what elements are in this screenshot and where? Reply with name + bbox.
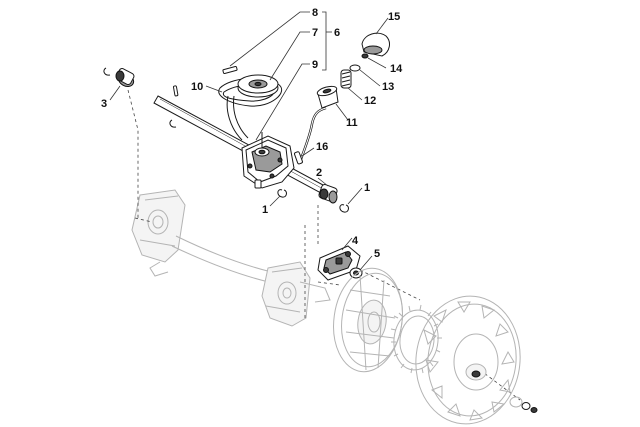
wheel-disc [333, 267, 403, 373]
ghost-rear-frame [131, 189, 331, 327]
callout-11: 11 [346, 117, 358, 129]
callout-6: 6 [334, 27, 340, 39]
cap-assembly [316, 32, 390, 109]
callout-labels: 8 7 6 9 10 3 15 14 13 12 11 16 2 1 1 4 5 [101, 7, 403, 260]
nut-part-5 [349, 267, 363, 279]
callout-10: 10 [191, 81, 203, 93]
wheel-fasteners [509, 396, 538, 413]
callout-2: 2 [316, 167, 322, 179]
gearbox-part-6 [241, 132, 295, 189]
height-adjuster-part-4 [317, 245, 361, 281]
callout-15: 15 [388, 11, 400, 23]
callout-1-right: 1 [364, 182, 370, 194]
bushing-left-part-3 [115, 68, 135, 87]
callout-12: 12 [364, 95, 376, 107]
wheel-tyre [415, 295, 521, 425]
callout-4: 4 [352, 235, 359, 247]
callout-3: 3 [101, 98, 107, 110]
callout-5: 5 [374, 248, 380, 260]
callout-9: 9 [312, 59, 318, 71]
shift-rod-part-9 [298, 106, 327, 163]
left-clip-pins [103, 67, 179, 128]
assembly-guides [127, 89, 521, 401]
callout-13: 13 [382, 81, 394, 93]
clip-part-1 [277, 189, 349, 213]
callout-8: 8 [312, 7, 318, 19]
callout-1-left: 1 [262, 204, 268, 216]
callout-7: 7 [312, 27, 318, 39]
gear-ring [390, 304, 442, 374]
leader-lines [109, 11, 389, 271]
pulley-part-7 [237, 74, 279, 98]
callout-14: 14 [390, 63, 403, 75]
bushing-right-part-2 [318, 184, 338, 204]
callout-16: 16 [316, 141, 328, 153]
pin-part-16 [293, 151, 303, 165]
key-part-8 [222, 65, 238, 75]
